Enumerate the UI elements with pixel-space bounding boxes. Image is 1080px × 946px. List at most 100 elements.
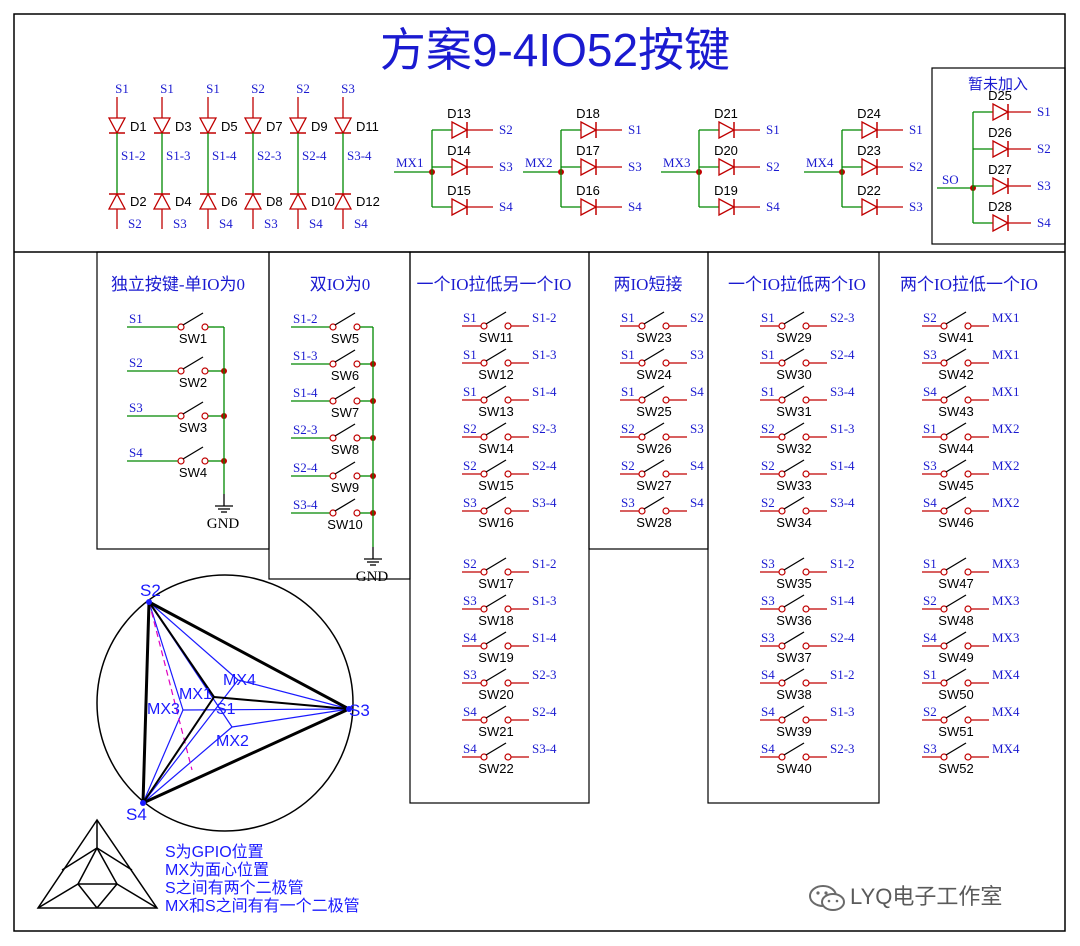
switch-left-label: S3 xyxy=(463,667,477,682)
switch-left-label: S1-3 xyxy=(293,348,318,363)
column-bottom-label: S3 xyxy=(264,216,278,231)
diode-symbol xyxy=(288,117,308,135)
legend-line-4: MX和S之间有有一个二极管 xyxy=(165,897,360,915)
switch-right-label: S2-4 xyxy=(830,630,855,645)
diode-symbol xyxy=(451,120,469,140)
switch-ref: SW44 xyxy=(938,441,973,456)
section-title: 独立按键-单IO为0 xyxy=(111,275,245,294)
diode-net-label: S1 xyxy=(628,122,642,137)
switch-left-label: S4 xyxy=(761,667,775,682)
switch-ref: SW28 xyxy=(636,515,671,530)
switch-left-label: S4 xyxy=(923,630,937,645)
diode-symbol xyxy=(107,192,127,210)
diode-symbol xyxy=(580,120,598,140)
switch-left-label: S4 xyxy=(923,495,937,510)
switch-left-label: S2 xyxy=(129,355,143,370)
diode-net-label: S2 xyxy=(766,159,780,174)
diode-pair-columns: S1D1S1-2D2S2S1D3S1-3D4S3S1D5S1-4D6S4S2D7… xyxy=(107,81,380,231)
switch-right-label: S3-4 xyxy=(830,384,855,399)
switch-right-label: S1-2 xyxy=(532,310,557,325)
switch: SW6 xyxy=(329,349,361,383)
switch-right-label: S4 xyxy=(690,495,704,510)
column-top-label: S1 xyxy=(115,81,129,96)
switch-right-label: S4 xyxy=(690,384,704,399)
diode-symbol xyxy=(580,157,598,177)
switch-left-label: S1 xyxy=(761,384,775,399)
diode-ref: D23 xyxy=(857,143,881,158)
mx-net-label: MX1 xyxy=(396,155,423,170)
switch-left-label: S4 xyxy=(761,704,775,719)
switch-right-label: S2-4 xyxy=(532,458,557,473)
switch: SW7 xyxy=(329,386,361,420)
switch-right-label: S3-4 xyxy=(532,741,557,756)
switch-ref: SW16 xyxy=(478,515,513,530)
diode-ref: D4 xyxy=(175,194,192,209)
diode-symbol xyxy=(861,157,879,177)
switch-left-label: S4 xyxy=(463,741,477,756)
switch-ref: SW52 xyxy=(938,761,973,776)
switch-ref: SW7 xyxy=(331,405,359,420)
switch-left-label: S4 xyxy=(463,704,477,719)
diode-symbol xyxy=(718,157,736,177)
diode-symbol xyxy=(152,192,172,210)
switch-left-label: S3 xyxy=(761,593,775,608)
tetra-label-mx1: MX1 xyxy=(179,686,212,703)
page-title: 方案9-4IO52按键 xyxy=(380,24,730,76)
diode-ref: D11 xyxy=(356,119,379,134)
diode-ref: D26 xyxy=(988,125,1012,140)
switch-ref: SW22 xyxy=(478,761,513,776)
switch-right-label: MX3 xyxy=(992,593,1019,608)
switch-ref: SW51 xyxy=(938,724,973,739)
tetra-inner-edge-3 xyxy=(142,696,215,804)
not-added-title: 暂未加入 xyxy=(968,76,1028,93)
switch-ref: SW20 xyxy=(478,687,513,702)
tetra-label-s3: S3 xyxy=(349,701,370,720)
diode-ref: D16 xyxy=(576,183,600,198)
diode-symbol xyxy=(718,197,736,217)
diode-symbol xyxy=(861,197,879,217)
column-mid-label: S3-4 xyxy=(347,148,372,163)
switch-ref: SW9 xyxy=(331,480,359,495)
diode-ref: D28 xyxy=(988,199,1012,214)
switch-ref: SW26 xyxy=(636,441,671,456)
diode-net-label: S4 xyxy=(628,199,642,214)
tetra-label-mx4: MX4 xyxy=(223,672,256,689)
switch: SW9 xyxy=(329,461,361,495)
switch-left-label: S2-4 xyxy=(293,460,318,475)
switch-left-label: S2 xyxy=(463,556,477,571)
diode-ref: D9 xyxy=(311,119,328,134)
diode-ref: D27 xyxy=(988,162,1012,177)
switch-left-label: S1 xyxy=(463,310,477,325)
mx-net-label: MX3 xyxy=(663,155,690,170)
diode-ref: D13 xyxy=(447,106,471,121)
switch-ref: SW36 xyxy=(776,613,811,628)
switch-left-label: S2 xyxy=(923,704,937,719)
switch-left-label: S3 xyxy=(923,347,937,362)
switch-ref: SW47 xyxy=(938,576,973,591)
switch: SW1 xyxy=(177,312,209,346)
diode-net-label: S2 xyxy=(1037,141,1051,156)
diode-symbol xyxy=(198,117,218,135)
switch-right-label: S1-3 xyxy=(830,421,855,436)
switch: SW8 xyxy=(329,423,361,457)
switch-right-label: S3-4 xyxy=(830,495,855,510)
diode-symbol xyxy=(992,102,1010,122)
switch-left-label: S1-2 xyxy=(293,311,318,326)
legend-line-2: MX为面心位置 xyxy=(165,861,269,879)
diode-ref: D8 xyxy=(266,194,283,209)
switch-left-label: S1 xyxy=(621,384,635,399)
column-top-label: S3 xyxy=(341,81,355,96)
gnd-symbol: GND xyxy=(356,547,388,585)
switch-right-label: S1-4 xyxy=(830,458,855,473)
